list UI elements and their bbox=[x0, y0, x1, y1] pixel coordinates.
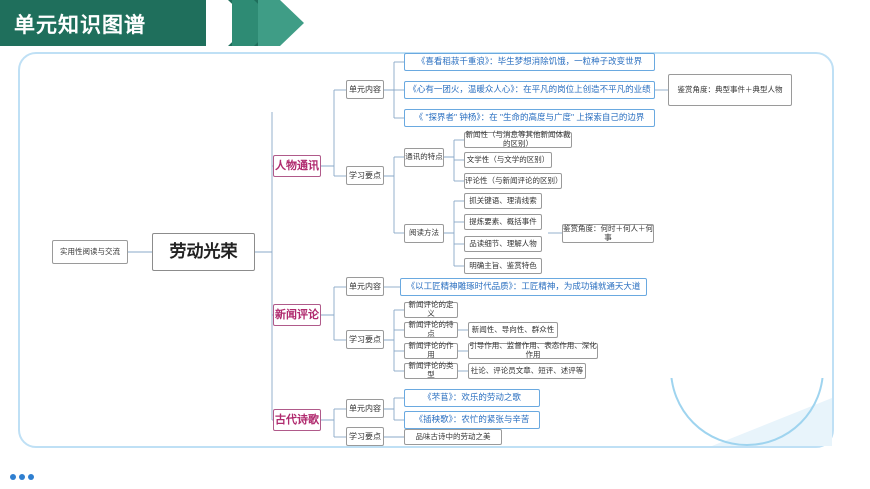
commentary-row-1-left[interactable]: 新闻评论的定义 bbox=[404, 301, 458, 318]
commentary-row-4-right[interactable]: 社论、评论员文章、短评、述评等 bbox=[468, 363, 586, 379]
branch-label-renwutongxun[interactable]: 人物通讯 bbox=[273, 155, 321, 177]
group-label-unit-content-2[interactable]: 单元内容 bbox=[346, 277, 384, 296]
decorative-arc bbox=[654, 378, 834, 448]
appreciation-note-reading[interactable]: 鉴赏角度：何时＋何人＋何事 bbox=[562, 223, 654, 243]
commentary-row-4-left[interactable]: 新闻评论的类型 bbox=[404, 362, 458, 379]
reading-method-2[interactable]: 提炼要素、概括事件 bbox=[464, 214, 542, 230]
tongxun-feature-3[interactable]: 评论性（与新闻评论的区别） bbox=[464, 173, 563, 189]
group-label-study-points-2[interactable]: 学习要点 bbox=[346, 330, 384, 349]
commentary-row-3-right[interactable]: 引导作用、监督作用、表态作用、深化作用 bbox=[468, 341, 598, 359]
commentary-row-3-left[interactable]: 新闻评论的作用 bbox=[404, 342, 458, 359]
study-point-item-3-1[interactable]: 品味古诗中的劳动之美 bbox=[404, 429, 502, 445]
commentary-row-2-right[interactable]: 新闻性、导向性、群众性 bbox=[468, 322, 558, 338]
group-label-unit-content-1[interactable]: 单元内容 bbox=[346, 80, 384, 99]
corner-dots-decoration bbox=[10, 474, 34, 480]
unit-content-item-1-1[interactable]: 《喜看稻菽千重浪》：毕生梦想消除饥饿，一粒种子改变世界 bbox=[404, 53, 655, 71]
unit-content-item-3-2[interactable]: 《插秧歌》：农忙的紧张与辛苦 bbox=[404, 411, 540, 429]
unit-content-item-3-1[interactable]: 《芣苢》：欢乐的劳动之歌 bbox=[404, 389, 540, 407]
tongxun-feature-2[interactable]: 文学性（与文学的区别） bbox=[464, 152, 552, 168]
subgroup-label-reading-method[interactable]: 阅读方法 bbox=[404, 224, 444, 243]
branch-label-gudaishige[interactable]: 古代诗歌 bbox=[273, 409, 321, 431]
group-label-study-points-1[interactable]: 学习要点 bbox=[346, 166, 384, 185]
unit-content-item-1-2[interactable]: 《心有一团火，温暖众人心》：在平凡的岗位上创造不平凡的业绩 bbox=[404, 81, 655, 99]
node-prefix[interactable]: 实用性阅读与交流 bbox=[52, 240, 128, 264]
reading-method-3[interactable]: 品读细节、理解人物 bbox=[464, 236, 542, 252]
appreciation-note-characters[interactable]: 鉴赏角度：典型事件＋典型人物 bbox=[668, 74, 792, 106]
unit-content-item-2-1[interactable]: 《以工匠精神雕琢时代品质》：工匠精神，为成功铺就通天大道 bbox=[400, 278, 647, 296]
page-title: 单元知识图谱 bbox=[14, 14, 146, 37]
commentary-row-2-left[interactable]: 新闻评论的特点 bbox=[404, 321, 458, 338]
group-label-study-points-3[interactable]: 学习要点 bbox=[346, 427, 384, 446]
tongxun-feature-1[interactable]: 新闻性（与消息等其他新闻体裁的区别） bbox=[464, 130, 572, 148]
node-root[interactable]: 劳动光荣 bbox=[152, 233, 255, 271]
reading-method-4[interactable]: 明确主旨、鉴赏特色 bbox=[464, 258, 542, 274]
branch-label-xinwenpinglun[interactable]: 新闻评论 bbox=[273, 304, 321, 326]
unit-content-item-1-3[interactable]: 《 "探界者" 钟杨》：在 "生命的高度与广度" 上探索自己的边界 bbox=[404, 109, 655, 127]
group-label-unit-content-3[interactable]: 单元内容 bbox=[346, 399, 384, 418]
subgroup-label-tongxun-features[interactable]: 通讯的特点 bbox=[404, 148, 444, 167]
reading-method-1[interactable]: 抓关键语、理清线索 bbox=[464, 193, 542, 209]
